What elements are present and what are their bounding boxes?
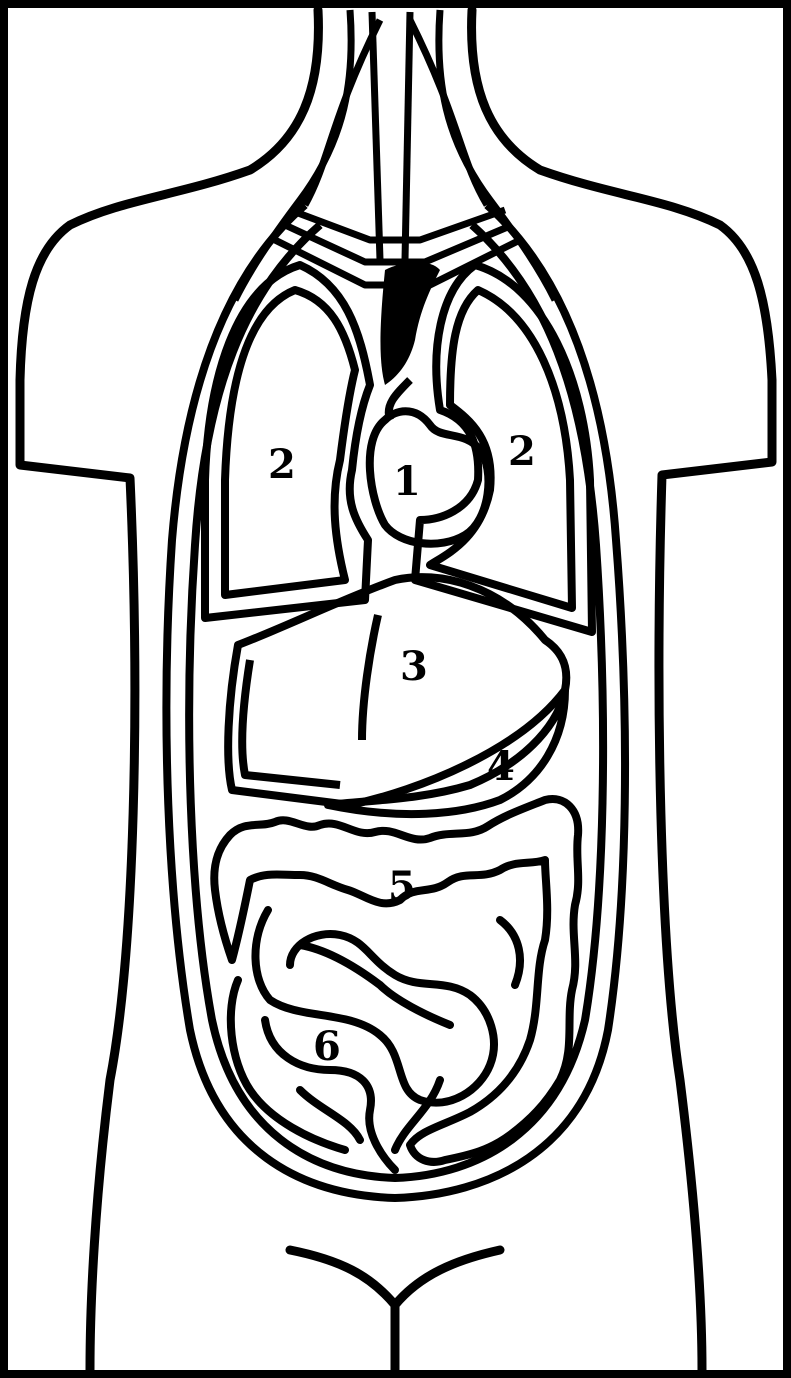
label-lung-right: 2 xyxy=(268,441,296,488)
aorta-shape xyxy=(380,262,440,385)
label-large-intestine: 5 xyxy=(388,863,416,910)
label-liver: 3 xyxy=(400,643,428,690)
label-lung-left: 2 xyxy=(508,428,536,475)
label-heart: 1 xyxy=(393,458,421,505)
label-small-intestine: 6 xyxy=(313,1023,341,1070)
label-stomach: 4 xyxy=(487,743,515,790)
